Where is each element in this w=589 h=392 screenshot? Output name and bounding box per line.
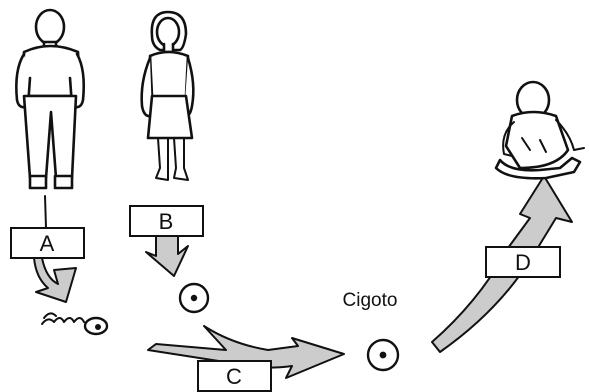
- label-box-d: D: [485, 246, 561, 278]
- label-c: C: [226, 364, 242, 389]
- arrow-a: [33, 195, 77, 303]
- label-a: A: [40, 231, 55, 256]
- label-box-c: C: [197, 360, 272, 392]
- woman-figure: [140, 10, 195, 181]
- label-box-a: A: [10, 227, 85, 259]
- label-b: B: [159, 209, 174, 234]
- label-box-b: B: [129, 205, 204, 237]
- egg-cell: [178, 282, 210, 314]
- seated-baby-figure: [494, 80, 585, 180]
- zygote-cell: [366, 338, 400, 372]
- arrow-b: [145, 235, 189, 277]
- sperm-cell: [41, 312, 109, 336]
- label-d: D: [515, 250, 531, 275]
- zygote-label: Cigoto: [343, 290, 398, 311]
- man-figure: [15, 8, 86, 190]
